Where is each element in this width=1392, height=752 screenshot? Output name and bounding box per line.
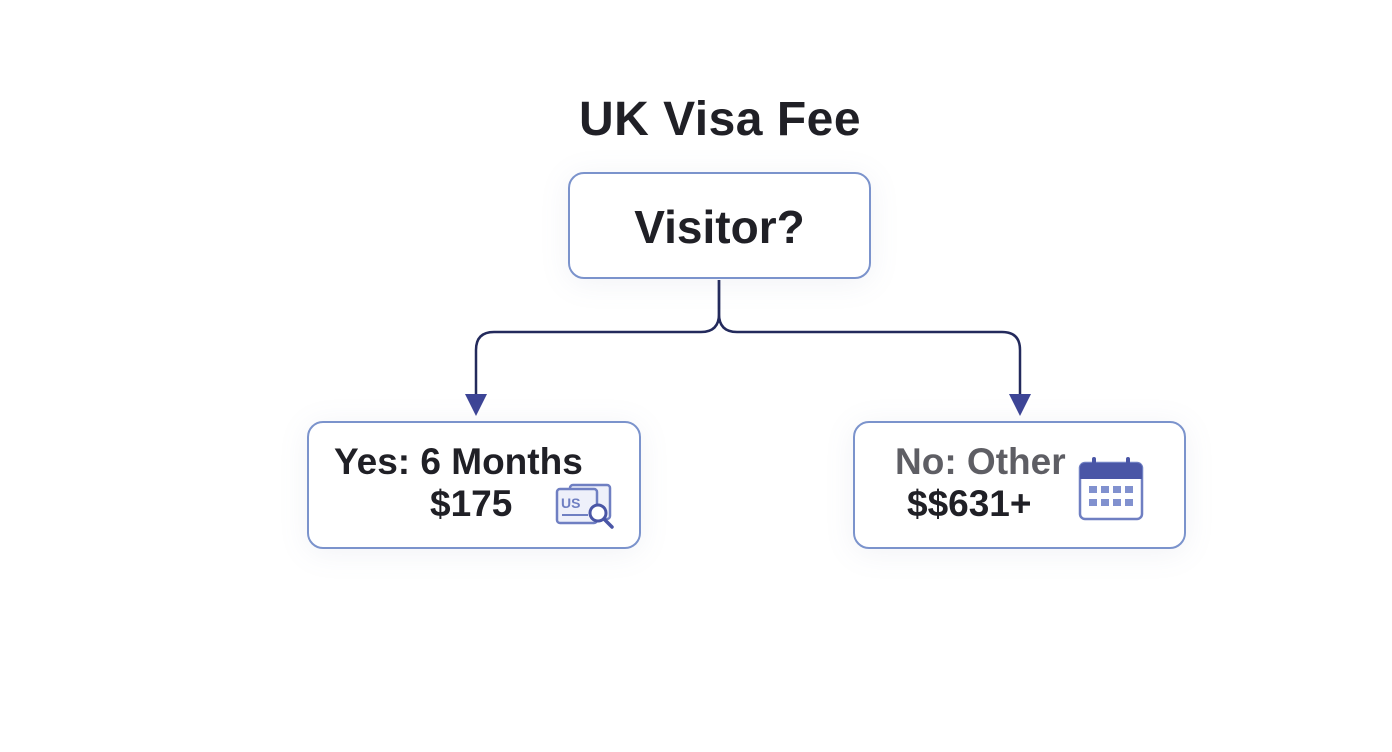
icon-label: US <box>561 495 580 511</box>
decision-label: Visitor? <box>634 201 805 253</box>
connector-to-no <box>717 280 1022 398</box>
arrow-head-yes <box>465 394 487 416</box>
branch-no-condition: No: Other <box>895 441 1066 482</box>
decision-node-visitor: Visitor? <box>568 172 871 279</box>
branch-yes-fee: $175 <box>430 483 513 524</box>
branch-node-yes: Yes: 6 Months $175 US <box>307 421 641 549</box>
branch-no-fee: $$631+ <box>907 483 1032 524</box>
document-search-icon: US <box>555 483 614 529</box>
diagram-title: UK Visa Fee <box>578 93 862 146</box>
branch-node-no: No: Other $$631+ <box>853 421 1186 549</box>
calendar-icon <box>1078 457 1144 521</box>
connector-to-yes <box>474 280 721 398</box>
branch-yes-condition: Yes: 6 Months <box>334 441 583 482</box>
arrow-head-no <box>1009 394 1031 416</box>
